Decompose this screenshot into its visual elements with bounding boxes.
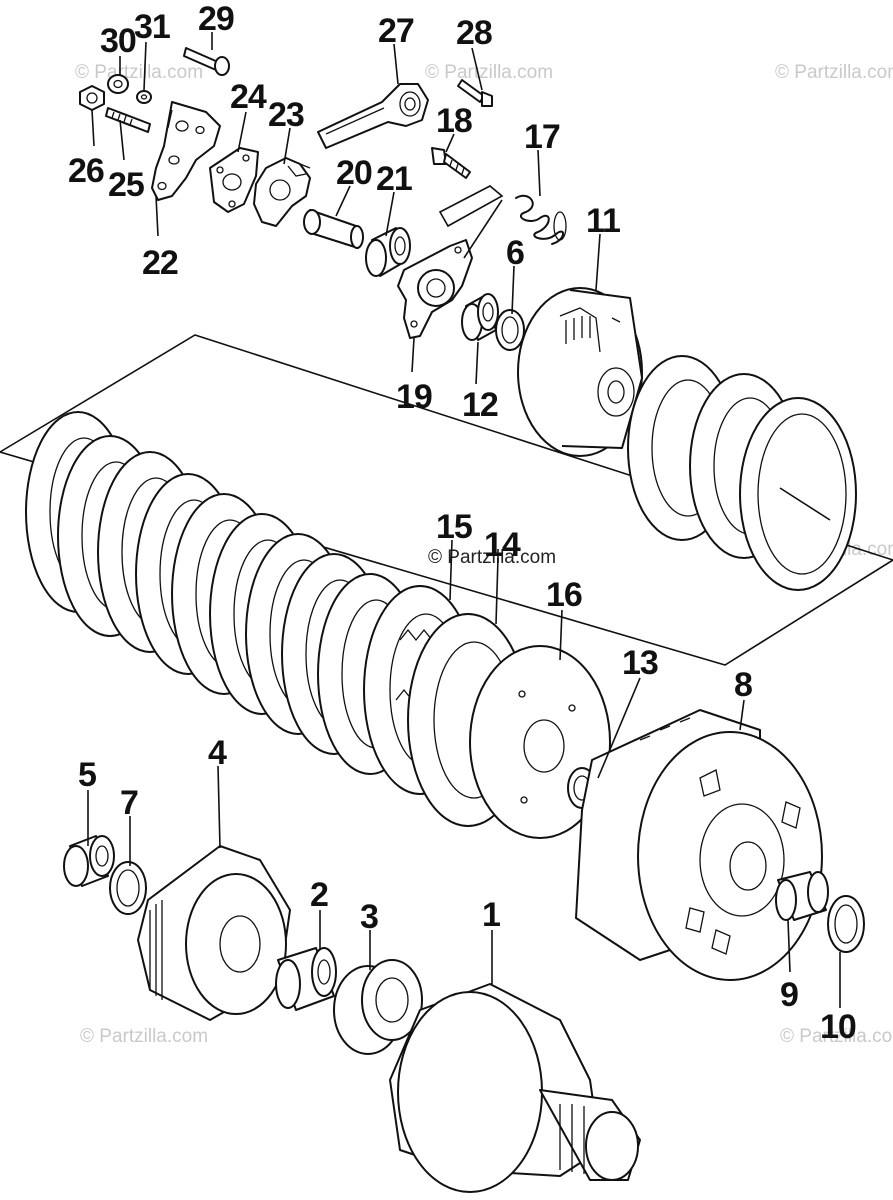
leader-lines: [87, 32, 841, 1008]
part-31-washer: [136, 90, 152, 104]
part-29-bolt: [183, 47, 230, 76]
part-1-clutch-drum: [389, 983, 641, 1193]
callout-3[interactable]: 3: [360, 898, 379, 936]
part-28-bolt: [457, 79, 493, 107]
part-8-clutch-housing: [575, 709, 823, 981]
part-3-one-way-clutch: [333, 959, 423, 1055]
part-18-bolt: [431, 147, 471, 179]
callout-28[interactable]: 28: [456, 14, 493, 52]
callout-11[interactable]: 11: [586, 202, 621, 240]
callout-31[interactable]: 31: [134, 8, 171, 46]
friction-discs: [25, 411, 423, 775]
callout-1[interactable]: 1: [482, 896, 501, 934]
part-25-stud: [105, 107, 151, 133]
part-19-lifter-plate: [397, 239, 473, 339]
callout-labels: 29 30 31 24 23 27 28 18 17 20 21 26 25 2…: [68, 0, 857, 1046]
callout-22[interactable]: 22: [142, 244, 179, 282]
callout-6[interactable]: 6: [506, 234, 525, 272]
part-17-spring: [515, 194, 567, 245]
callout-19[interactable]: 19: [396, 378, 433, 416]
callout-7[interactable]: 7: [120, 784, 139, 822]
part-27-arm: [317, 83, 429, 149]
callout-23[interactable]: 23: [268, 96, 305, 134]
discs-upper-right: [627, 355, 857, 591]
watermark: © Partzilla.com: [75, 62, 203, 83]
callout-8[interactable]: 8: [734, 666, 753, 704]
callout-13[interactable]: 13: [622, 644, 659, 682]
disc-stack: [25, 355, 857, 839]
callout-29[interactable]: 29: [198, 0, 235, 38]
part-23-cam: [253, 157, 311, 227]
part-2-collar: [275, 947, 337, 1011]
callout-9[interactable]: 9: [780, 976, 799, 1014]
callout-14[interactable]: 14: [484, 526, 522, 564]
callout-4[interactable]: 4: [208, 734, 228, 772]
callout-25[interactable]: 25: [108, 166, 145, 204]
part-30-nut: [107, 74, 129, 94]
callout-24[interactable]: 24: [230, 78, 268, 116]
watermark: © Partzilla.com: [775, 62, 893, 83]
part-6-washer: [495, 309, 525, 351]
callout-27[interactable]: 27: [378, 12, 415, 50]
watermark: © Partzilla.com: [80, 1026, 208, 1047]
release-mechanism: [79, 47, 643, 457]
callout-21[interactable]: 21: [376, 160, 413, 198]
part-22-bracket: [151, 101, 221, 201]
part-26-nut: [79, 85, 105, 111]
part-9-collar: [775, 871, 829, 921]
callout-17[interactable]: 17: [524, 118, 561, 156]
part-12-bearing: [461, 293, 499, 341]
watermark: © Partzilla.com: [425, 62, 553, 83]
callout-20[interactable]: 20: [336, 154, 373, 192]
callout-16[interactable]: 16: [546, 576, 583, 614]
part-21-bearing: [365, 227, 411, 277]
callout-5[interactable]: 5: [78, 756, 97, 794]
watermark-center: © Partzilla.com: [428, 547, 556, 568]
callout-30[interactable]: 30: [100, 22, 137, 60]
lower-assembly: [63, 709, 865, 1193]
part-20-pin: [303, 209, 364, 249]
callout-12[interactable]: 12: [462, 386, 499, 424]
part-24-plate: [209, 147, 259, 213]
callout-18[interactable]: 18: [436, 102, 473, 140]
part-11-pressure-plate: [517, 287, 643, 457]
callout-15[interactable]: 15: [436, 508, 473, 546]
callout-26[interactable]: 26: [68, 152, 105, 190]
part-10-washer: [827, 895, 865, 953]
part-4-centrifugal-clutch: [137, 845, 291, 1021]
part-7-washer: [109, 861, 147, 915]
part-5-collar: [63, 835, 115, 887]
disc-stack-outline: [0, 334, 893, 666]
watermark: © Partzilla.com: [780, 1026, 893, 1047]
callout-10[interactable]: 10: [820, 1008, 857, 1046]
callout-2[interactable]: 2: [310, 876, 329, 914]
